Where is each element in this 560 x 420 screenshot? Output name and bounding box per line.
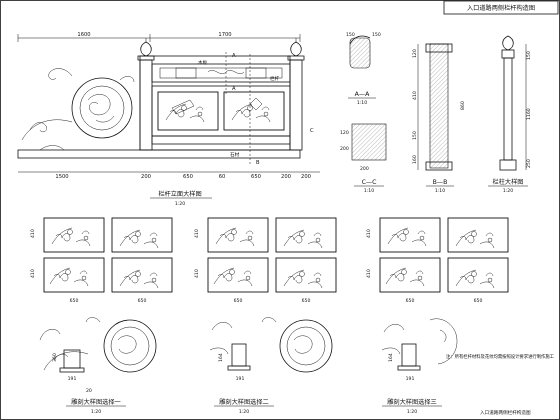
post-dim-3: 250: [526, 159, 532, 168]
carving-detail-3: 164 191 雕刻大样图选择三 1:20: [381, 318, 458, 415]
elev-callout-1: 木板: [198, 59, 208, 66]
section-c-c: 120 200 200 C—C 1:10: [340, 123, 387, 194]
pl-dim-4: 650: [138, 298, 147, 304]
title-block-text: 入口道路两侧栏杆构造图: [467, 4, 535, 12]
pr-dim-1: 410: [366, 229, 372, 238]
aa-dim-1: 150: [346, 32, 355, 38]
detail-a-a: 150 150 A—A 1:10: [346, 32, 381, 106]
elev-dim-top-left: 1600: [77, 32, 90, 38]
cc-label: C—C: [362, 179, 377, 186]
post-dim-1: 150: [526, 51, 532, 60]
bb-dim-4: 150: [412, 131, 418, 140]
elevation-scale: 1:20: [175, 201, 185, 207]
section-b-b: 120 410 860 150 160 B—B 1:10: [412, 43, 466, 194]
panel-group-left: 410 410 650 650: [30, 217, 173, 304]
elev-dim-b3: 60: [219, 174, 226, 180]
elev-mark-c: C: [310, 128, 314, 134]
elevation-title: 栏杆立面大样图: [158, 190, 201, 198]
bottom-note: 入口道路两侧栏杆构造图: [480, 409, 531, 416]
bb-dim-2: 410: [412, 91, 418, 100]
title-block: 入口道路两侧栏杆构造图: [443, 0, 559, 15]
bb-dim-5: 160: [412, 155, 418, 164]
carving-2-scale: 1:20: [239, 409, 249, 415]
carving-3-scale: 1:20: [407, 409, 417, 415]
pm-dim-4: 650: [302, 298, 311, 304]
pl-dim-3: 650: [70, 298, 79, 304]
cc-dim-1: 120: [340, 130, 349, 136]
panel-group-middle: 410 410 650 650: [194, 217, 337, 304]
pl-dim-1: 410: [30, 229, 36, 238]
pl-dim-2: 410: [30, 269, 36, 278]
pm-dim-1: 410: [194, 229, 200, 238]
elev-panel-left: [157, 91, 219, 131]
panel-group-right: 410 410 650 650: [366, 217, 509, 304]
aa-scale: 1:10: [357, 100, 367, 106]
elev-dim-top-right: 1700: [218, 32, 231, 38]
elevation-view: 1600 1700: [17, 32, 320, 207]
carving-2-title: 雕刻大样图选择二: [219, 398, 269, 406]
c1-dim-1: 360: [52, 353, 58, 362]
post-detail: 150 1160 250 栏柱大样图 1:20: [488, 35, 532, 194]
aa-label: A—A: [355, 91, 370, 98]
elev-dim-b0: 1500: [55, 174, 68, 180]
aa-dim-2: 150: [372, 32, 381, 38]
elev-mark-a-mid: A: [232, 86, 236, 92]
footnote: 注：所有栏杆材料及花纹均需按照设计要求进行制作施工: [446, 353, 554, 360]
carving-1-scale: 1:20: [91, 409, 101, 415]
pm-dim-3: 650: [234, 298, 243, 304]
pr-dim-4: 650: [474, 298, 483, 304]
carving-detail-2: 164 191 雕刻大样图选择二 1:20: [209, 317, 333, 415]
elev-panel-right: [223, 91, 285, 131]
c3-dim-1: 164: [388, 353, 394, 362]
elev-dim-b2: 650: [183, 174, 193, 180]
elev-callout-2: 栏杆: [270, 75, 280, 82]
elev-dim-b6: 200: [301, 174, 311, 180]
c2-dim-1: 164: [218, 353, 224, 362]
cc-dim-2: 200: [340, 146, 349, 152]
bb-dim-3: 860: [460, 101, 466, 110]
c1-dim-3: 20: [86, 388, 92, 394]
cc-dim-3: 200: [360, 166, 369, 172]
c1-dim-2: 191: [68, 376, 77, 382]
elev-dim-b1: 200: [141, 174, 151, 180]
elev-dim-b5: 200: [281, 174, 291, 180]
c2-dim-2: 191: [236, 376, 245, 382]
carving-1-title: 雕刻大样图选择一: [71, 398, 121, 406]
post-scale: 1:20: [503, 188, 513, 194]
elev-dim-b4: 650: [251, 174, 261, 180]
carving-detail-1: 360 191 20 雕刻大样图选择一 1:20: [39, 317, 157, 415]
bb-scale: 1:10: [435, 188, 445, 194]
elev-callout-3: 石材: [230, 151, 240, 158]
elev-mark-a-top: A: [232, 53, 236, 59]
bb-dim-1: 120: [412, 49, 418, 58]
elev-dims-bottom: 1500 200 650 60 650 200 200: [55, 174, 311, 180]
carving-3-title: 雕刻大样图选择三: [387, 398, 437, 406]
pr-dim-3: 650: [406, 298, 415, 304]
post-dim-2: 1160: [526, 108, 532, 120]
cc-scale: 1:10: [364, 188, 374, 194]
elev-mark-b: B: [256, 160, 260, 166]
pm-dim-2: 410: [194, 269, 200, 278]
c3-dim-2: 191: [406, 376, 415, 382]
bb-label: B—B: [433, 179, 448, 186]
elev-end-ornament: [21, 68, 135, 151]
post-label: 栏柱大样图: [493, 178, 524, 186]
pr-dim-2: 410: [366, 269, 372, 278]
